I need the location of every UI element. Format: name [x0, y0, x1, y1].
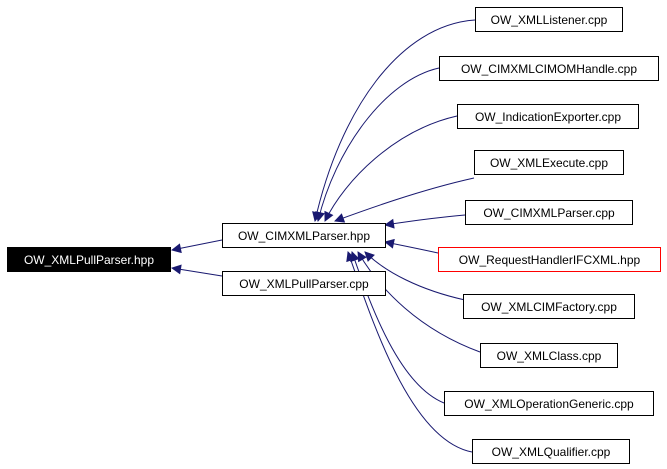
edge-cimxmlparser-cpp-to-parser [384, 214, 466, 229]
node-cimxmlparser-cpp[interactable]: OW_CIMXMLParser.cpp [465, 200, 633, 225]
node-xmlqualifier-cpp[interactable]: OW_XMLQualifier.cpp [472, 439, 630, 464]
node-cimxmlcimomhandle-cpp[interactable]: OW_CIMXMLCIMOMHandle.cpp [439, 56, 659, 81]
edge-cimfactory-to-parser [364, 251, 466, 301]
node-requesthandlerifcxml-hpp[interactable]: OW_RequestHandlerIFCXML.hpp [438, 247, 661, 272]
node-xmloperationgeneric-cpp[interactable]: OW_XMLOperationGeneric.cpp [444, 391, 654, 416]
node-xmlexecute-cpp[interactable]: OW_XMLExecute.cpp [474, 150, 624, 175]
edge-cimxmlparser-hpp-to-root [171, 239, 223, 254]
edge-requesthandler-to-parser [384, 238, 439, 254]
edge-xmlpullparser-cpp-to-root [171, 264, 223, 277]
edge-cimomhandle-to-parser [315, 67, 440, 222]
node-xmlclass-cpp[interactable]: OW_XMLClass.cpp [480, 343, 618, 368]
edge-xmlexecute-to-parser [334, 177, 475, 223]
node-cimxmlparser-hpp[interactable]: OW_CIMXMLParser.hpp [222, 223, 386, 248]
node-xmlcimfactory-cpp[interactable]: OW_XMLCIMFactory.cpp [463, 294, 635, 319]
edge-xmlclass-to-parser [357, 251, 481, 353]
edge-xmllistener-to-parser [312, 19, 476, 222]
node-xmllistener-cpp[interactable]: OW_XMLListener.cpp [475, 7, 623, 32]
node-xmlpullparser-cpp[interactable]: OW_XMLPullParser.cpp [222, 271, 386, 296]
edge-indicationexporter-to-parser [324, 115, 458, 222]
node-xmlpullparser-hpp[interactable]: OW_XMLPullParser.hpp [7, 247, 171, 272]
node-indicationexporter-cpp[interactable]: OW_IndicationExporter.cpp [457, 104, 639, 129]
